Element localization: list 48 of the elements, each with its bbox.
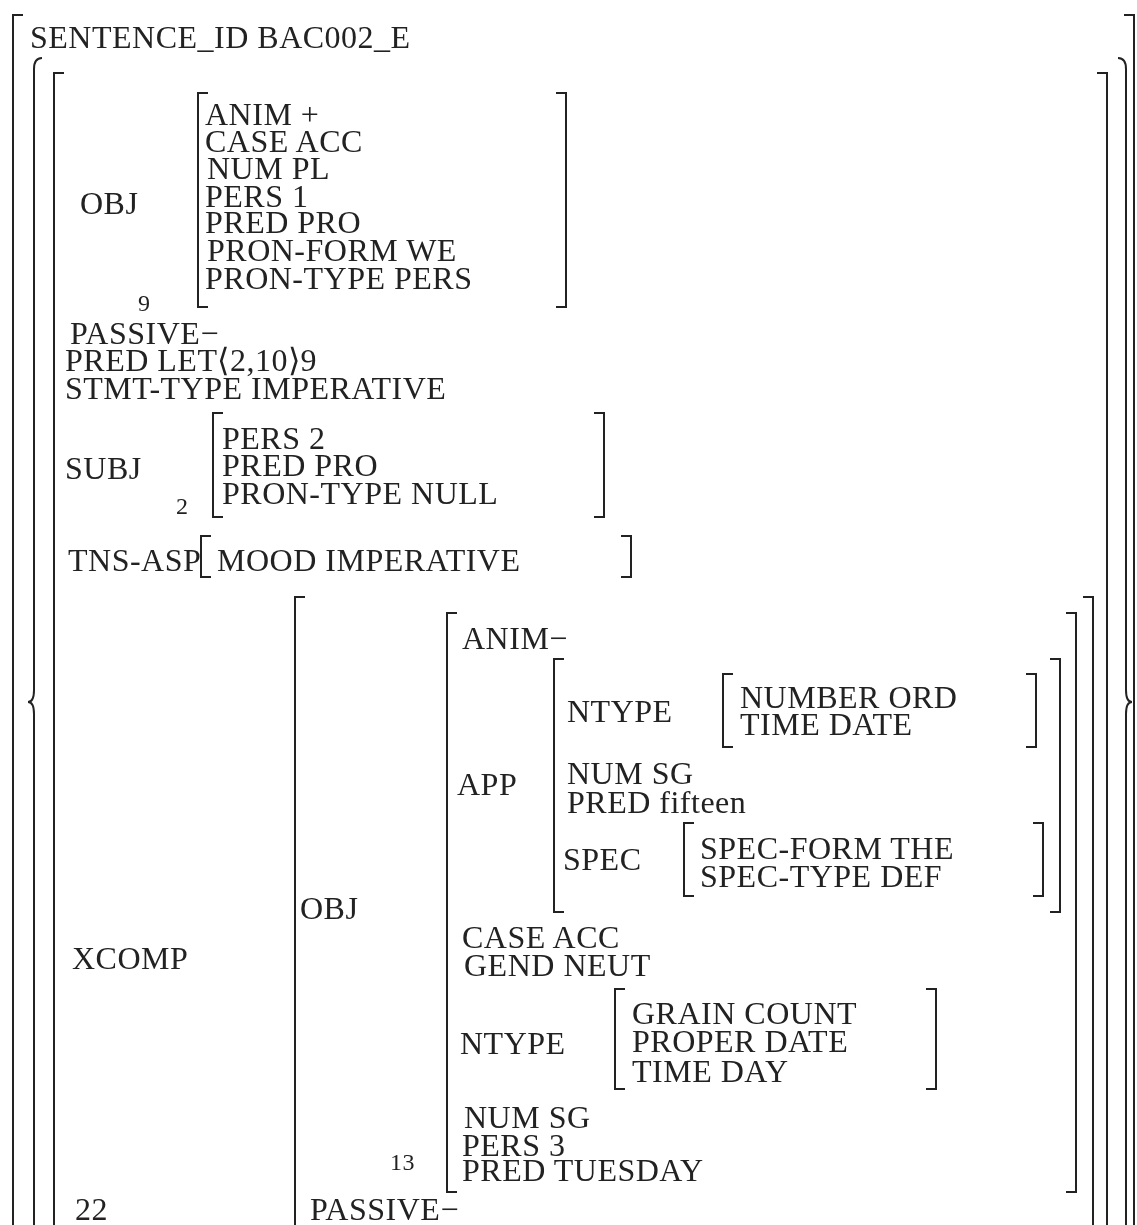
attribute-value-matrix — [212, 412, 605, 518]
feature-value-text: SPEC-FORM THE — [700, 833, 954, 863]
feature-value-text: CASE ACC — [462, 922, 620, 952]
attribute-label: NTYPE — [460, 1028, 566, 1058]
feature-value-text: PASSIVE− — [310, 1194, 459, 1224]
feature-value-text: PRON-TYPE PERS — [205, 263, 473, 293]
feature-value-text: PASSIVE− — [70, 318, 219, 348]
attribute-label: NTYPE — [567, 696, 673, 726]
feature-value-text: PRON-FORM WE — [207, 235, 457, 265]
feature-value-text: NUM SG — [567, 758, 694, 788]
feature-value-text: PERS 2 — [222, 423, 326, 453]
attribute-value-matrix — [200, 535, 632, 578]
attribute-value-matrix — [553, 658, 1061, 913]
index-number: 13 — [390, 1150, 415, 1174]
feature-value-text: PROPER DATE — [632, 1026, 849, 1056]
attribute-label: XCOMP — [72, 943, 189, 973]
feature-value-text: TIME DAY — [632, 1056, 789, 1086]
feature-value-text: PRED fifteen — [567, 787, 747, 817]
attribute-value-matrix — [446, 612, 1077, 1193]
attribute-value-matrix — [722, 673, 1037, 748]
feature-value-text: NUM PL — [207, 153, 330, 183]
feature-value-text: GEND NEUT — [464, 950, 651, 980]
attribute-label: SPEC — [563, 844, 642, 874]
index-number: 22 — [75, 1194, 108, 1224]
feature-value-text: GRAIN COUNT — [632, 998, 858, 1028]
feature-value-text: TIME DATE — [740, 709, 913, 739]
attribute-label: TNS-ASP — [68, 545, 202, 575]
feature-value-text: SPEC-TYPE DEF — [700, 861, 943, 891]
feature-value-text: MOOD IMPERATIVE — [217, 545, 521, 575]
feature-value-text: ANIM− — [462, 623, 568, 653]
index-number: 9 — [138, 291, 151, 315]
attribute-value-matrix — [197, 92, 567, 308]
attribute-value-matrix — [614, 988, 937, 1090]
feature-value-text: NUMBER ORD — [740, 682, 958, 712]
sentence-id-text: SENTENCE_ID BAC002_E — [30, 22, 411, 52]
attribute-label: OBJ — [80, 188, 139, 218]
feature-value-text: PRED LET⟨2,10⟩9 — [65, 345, 317, 375]
attribute-value-matrix — [294, 596, 1094, 1225]
attribute-label: OBJ — [300, 893, 359, 923]
feature-value-text: PRED PRO — [222, 450, 379, 480]
attribute-label: SUBJ — [65, 453, 142, 483]
feature-value-text: NUM SG — [464, 1102, 591, 1132]
index-number: 2 — [176, 494, 189, 518]
feature-value-text: ANIM + — [205, 99, 320, 129]
feature-value-text: PRON-TYPE NULL — [222, 478, 499, 508]
attribute-label: APP — [457, 769, 518, 799]
attribute-value-matrix — [683, 822, 1044, 897]
feature-value-text: CASE ACC — [205, 126, 363, 156]
